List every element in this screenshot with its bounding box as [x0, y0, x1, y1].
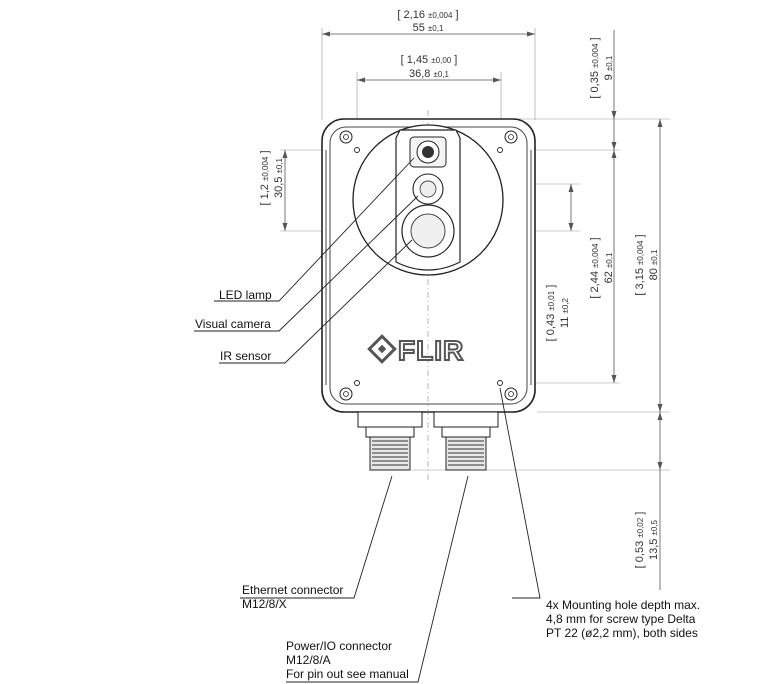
dim-total-height-inch: [ 3,15 ±0,004 ] — [634, 234, 646, 295]
dim-connector-length-mm: 13,5 ±0,5 — [648, 519, 660, 560]
svg-text:FLIR: FLIR — [398, 335, 464, 366]
dimension-lines — [282, 30, 663, 590]
label-led-lamp: LED lamp — [219, 288, 272, 302]
label-mounting-line3: PT 22 (ø2,2 mm), both sides — [546, 626, 698, 640]
label-ethernet-connector: Ethernet connector — [242, 583, 343, 597]
power-io-connector-graphic — [433, 411, 499, 471]
dim-ir-height-inch: [ 0,43 ±0,01 ] — [545, 285, 557, 342]
dim-optics-height-mm: 62 ±0,1 — [603, 252, 615, 283]
dim-width-optics-inch: [ 1,45 ±0,00 ] — [401, 54, 458, 66]
dim-ir-height-mm: 11 ±0,2 — [559, 297, 571, 328]
mounting-hole-bottom-left — [339, 387, 353, 401]
callout-labels: LED lamp Visual camera IR sensor Etherne… — [195, 288, 700, 681]
dim-top-offset-mm: 9 ±0,1 — [603, 55, 615, 80]
camera-body: FLIR — [321, 110, 536, 480]
dim-optics-height-inch: [ 2,44 ±0,004 ] — [589, 237, 601, 298]
dim-connector-length-inch: [ 0,53 ±0,02 ] — [634, 512, 646, 569]
label-visual-camera: Visual camera — [195, 317, 271, 331]
label-mounting-line1: 4x Mounting hole depth max. — [546, 598, 700, 612]
label-power-io-note: For pin out see manual — [286, 667, 409, 681]
dim-width-total-inch: [ 2,16 ±0,004 ] — [397, 9, 458, 21]
dim-width-optics-mm: 36,8 ±0,1 — [409, 68, 450, 80]
label-mounting-line2: 4,8 mm for screw type Delta — [546, 612, 696, 626]
label-ethernet-spec: M12/8/X — [242, 597, 287, 611]
ethernet-connector-graphic — [357, 411, 423, 471]
dim-width-total-mm: 55 ±0,1 — [413, 22, 444, 34]
dim-lamp-height-mm: 30,5 ±0,1 — [273, 157, 285, 198]
led-lamp-element — [409, 136, 447, 168]
dimension-texts: [ 2,16 ±0,004 ] 55 ±0,1 [ 1,45 ±0,00 ] 3… — [259, 9, 660, 568]
label-power-io-connector: Power/IO connector — [286, 639, 392, 653]
mounting-hole-top-right — [504, 130, 518, 144]
ir-sensor-element — [401, 204, 455, 258]
visual-camera-element — [412, 173, 444, 205]
dim-total-height-mm: 80 ±0,1 — [648, 249, 660, 280]
label-ir-sensor: IR sensor — [220, 349, 271, 363]
leader-lines — [194, 157, 541, 683]
dim-top-offset-inch: [ 0,35 ±0,004 ] — [589, 37, 601, 98]
flir-logo: FLIR — [367, 334, 464, 367]
label-power-io-spec: M12/8/A — [286, 653, 331, 667]
dim-lamp-height-inch: [ 1,2 ±0,004 ] — [259, 150, 271, 205]
mounting-hole-top-left — [339, 130, 353, 144]
mounting-hole-bottom-right — [504, 387, 518, 401]
